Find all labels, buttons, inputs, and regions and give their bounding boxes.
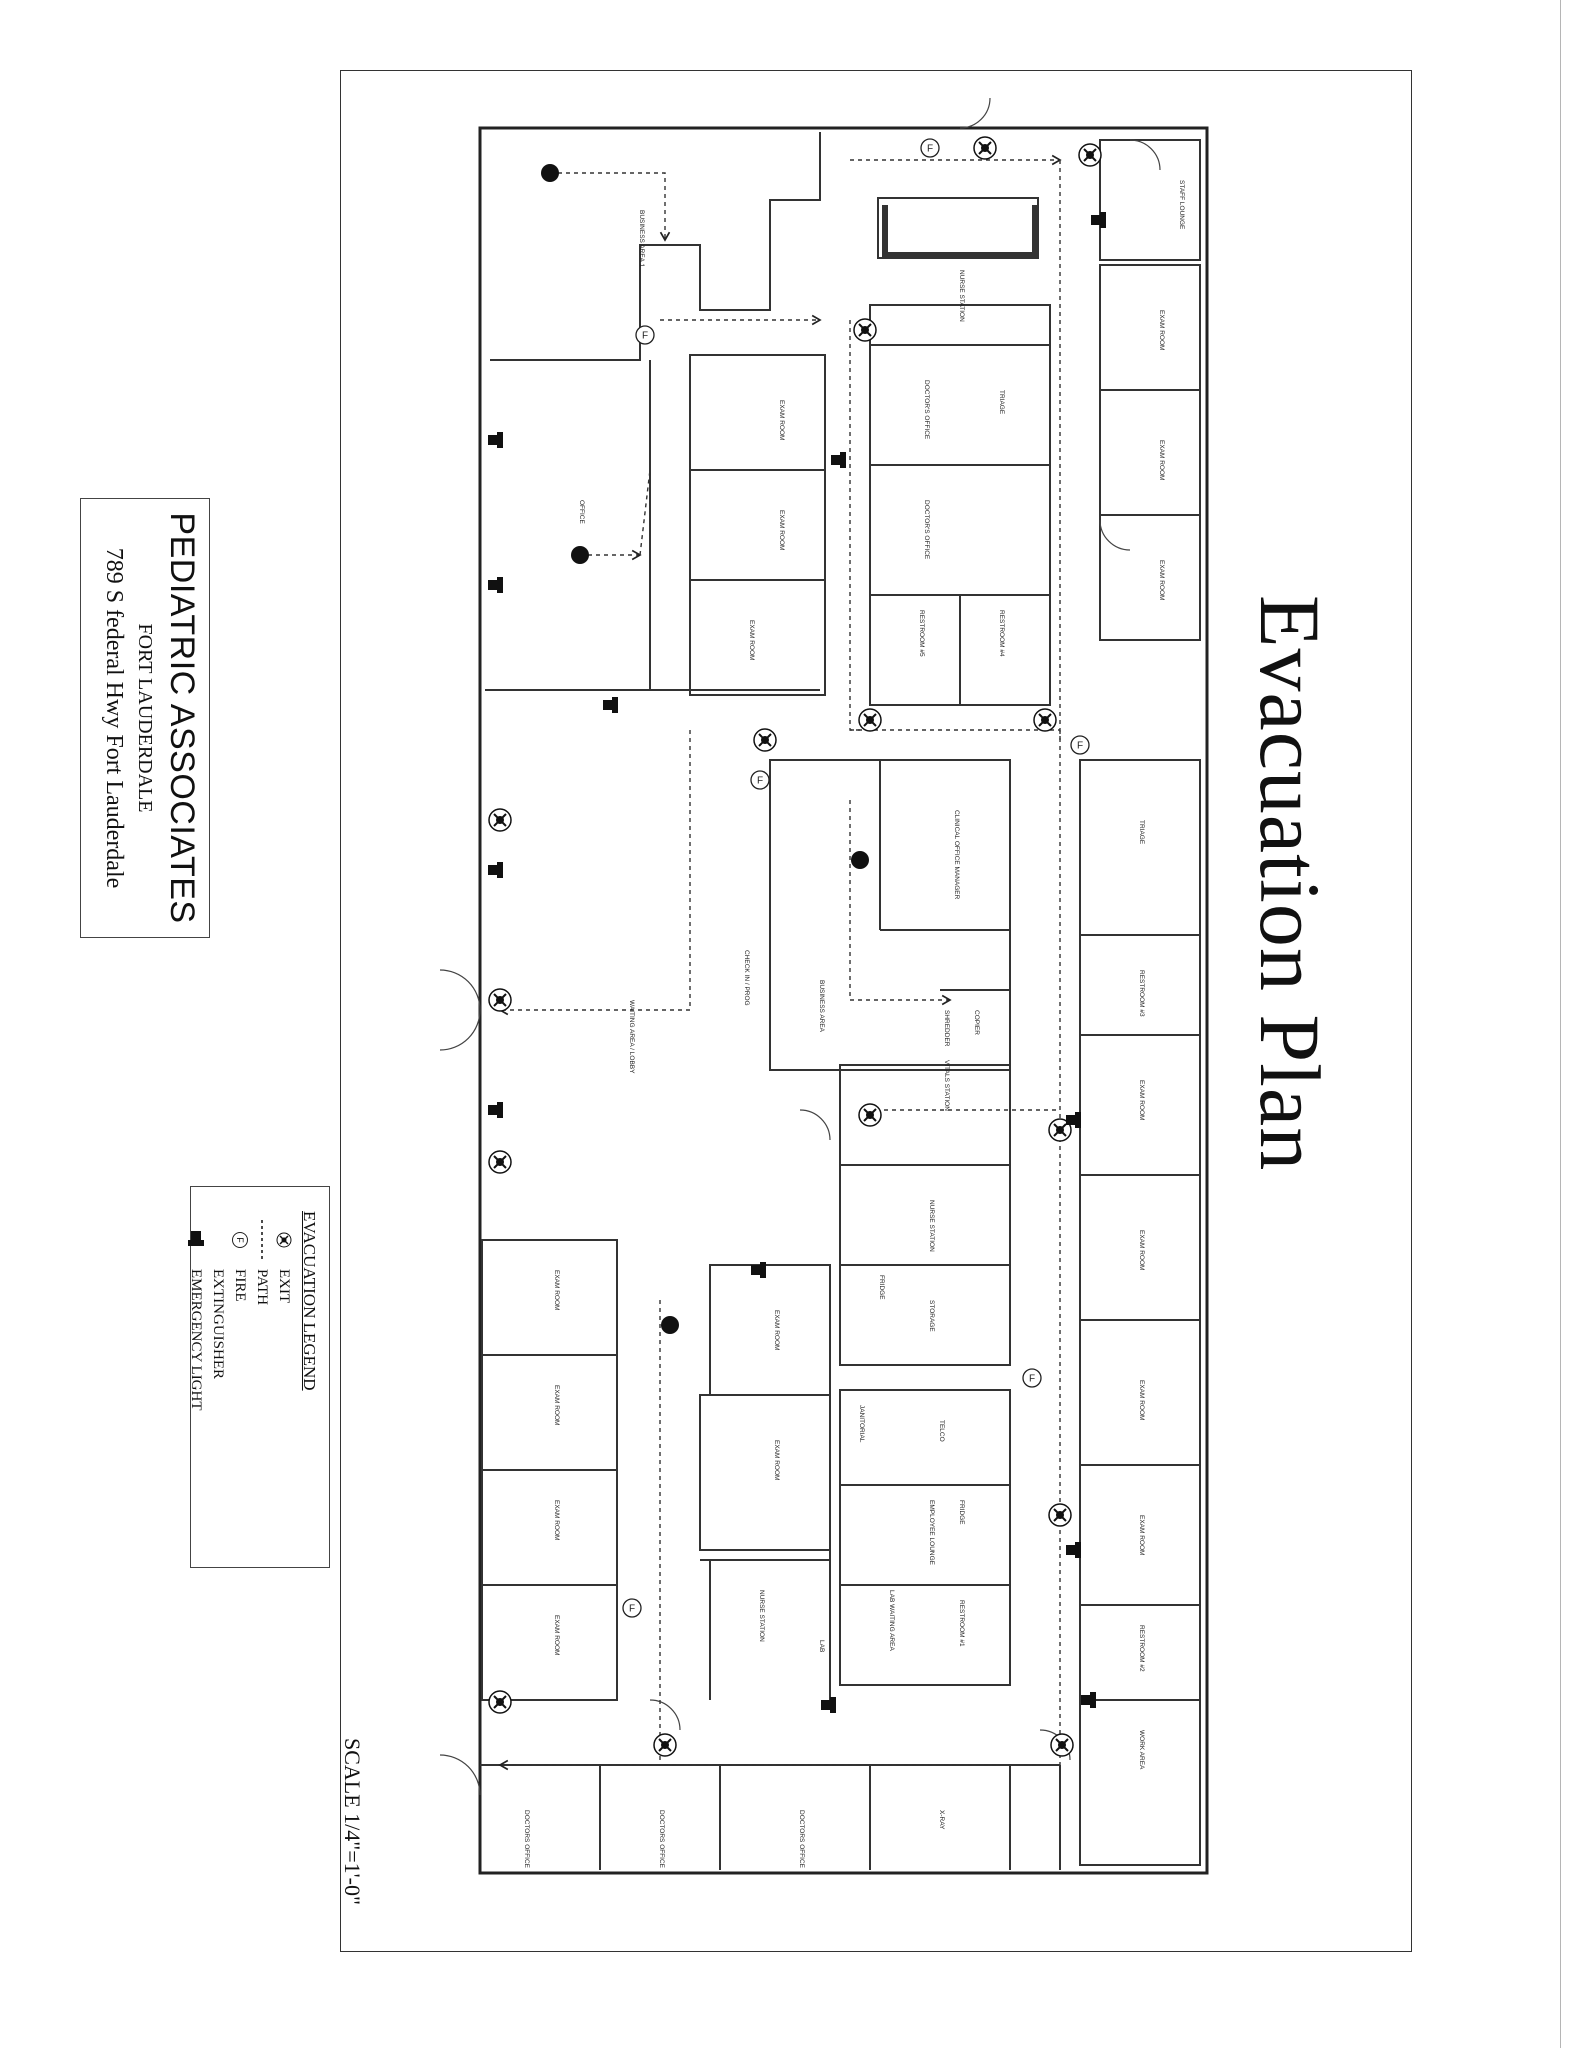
svg-text:EXAM ROOM: EXAM ROOM bbox=[778, 400, 785, 440]
svg-text:LAB: LAB bbox=[818, 1640, 825, 1652]
legend-item: F FIRE bbox=[229, 1211, 251, 1567]
svg-text:NURSE STATION: NURSE STATION bbox=[928, 1200, 935, 1252]
path-icon bbox=[259, 1211, 265, 1269]
svg-text:DOCTORS OFFICE: DOCTORS OFFICE bbox=[658, 1810, 665, 1869]
svg-text:STORAGE: STORAGE bbox=[928, 1300, 935, 1332]
evacuation-paths bbox=[498, 154, 1062, 1771]
svg-text:BUSINESS AREA: BUSINESS AREA bbox=[818, 980, 825, 1033]
svg-text:NURSE STATION: NURSE STATION bbox=[758, 1590, 765, 1642]
page-title: Evacuation Plan bbox=[1242, 595, 1338, 1172]
svg-text:WORK AREA: WORK AREA bbox=[1138, 1730, 1145, 1770]
fire-extinguisher-icon: F bbox=[232, 1211, 248, 1269]
svg-text:EXAM ROOM: EXAM ROOM bbox=[1158, 440, 1165, 480]
svg-text:JANITORIAL: JANITORIAL bbox=[858, 1405, 865, 1443]
svg-text:EXAM ROOM: EXAM ROOM bbox=[553, 1500, 560, 1540]
svg-text:X-RAY: X-RAY bbox=[938, 1810, 945, 1830]
evacuation-legend: EVACUATION LEGEND EXIT PATH F FIRE EXTIN… bbox=[188, 1186, 330, 1568]
legend-item: EMERGENCY LIGHT bbox=[185, 1211, 207, 1567]
svg-text:OFFICE: OFFICE bbox=[578, 500, 585, 524]
locator-dots bbox=[541, 164, 869, 1334]
door-swings bbox=[439, 97, 1161, 1796]
svg-text:EXAM ROOM: EXAM ROOM bbox=[1138, 1380, 1145, 1420]
emergency-light-icon bbox=[187, 1211, 205, 1269]
svg-text:DOCTORS OFFICE: DOCTORS OFFICE bbox=[798, 1810, 805, 1869]
emergency-lights bbox=[488, 212, 1106, 1713]
company-city: FORT LAUDERDALE bbox=[134, 623, 156, 813]
svg-text:BUSINESS AREA 1: BUSINESS AREA 1 bbox=[638, 210, 645, 267]
svg-text:CLINICAL OFFICE MANAGER: CLINICAL OFFICE MANAGER bbox=[953, 810, 960, 900]
svg-text:TRIAGE: TRIAGE bbox=[1138, 820, 1145, 845]
legend-item: EXTINGUISHER bbox=[207, 1211, 229, 1567]
svg-text:EXAM ROOM: EXAM ROOM bbox=[748, 620, 755, 660]
svg-text:WAITING AREA / LOBBY: WAITING AREA / LOBBY bbox=[628, 1000, 635, 1074]
svg-text:RESTROOM #2: RESTROOM #2 bbox=[1138, 1625, 1145, 1672]
legend-title: EVACUATION LEGEND bbox=[300, 1211, 319, 1391]
svg-text:STAFF LOUNGE: STAFF LOUNGE bbox=[1178, 180, 1185, 230]
svg-text:RESTROOM #4: RESTROOM #4 bbox=[998, 610, 1005, 657]
legend-label: EXIT bbox=[276, 1269, 293, 1304]
svg-text:EXAM ROOM: EXAM ROOM bbox=[1138, 1515, 1145, 1555]
plan-frame bbox=[340, 70, 1412, 1952]
svg-text:EXAM ROOM: EXAM ROOM bbox=[778, 510, 785, 550]
company-block: PEDIATRIC ASSOCIATES FORT LAUDERDALE 789… bbox=[80, 498, 210, 938]
svg-text:DOCTOR'S OFFICE: DOCTOR'S OFFICE bbox=[923, 380, 930, 440]
legend-label: EXTINGUISHER bbox=[210, 1269, 227, 1379]
svg-text:CHECK IN / PROG: CHECK IN / PROG bbox=[743, 950, 750, 1006]
svg-text:RESTROOM #1: RESTROOM #1 bbox=[958, 1600, 965, 1647]
svg-text:DOCTOR'S OFFICE: DOCTOR'S OFFICE bbox=[923, 500, 930, 560]
room-labels: BUSINESS AREA 1 OFFICE NURSE STATION STA… bbox=[523, 180, 1185, 1869]
company-address: 789 S federal Hwy Fort Lauderdale bbox=[101, 547, 127, 889]
company-name: PEDIATRIC ASSOCIATES bbox=[163, 512, 201, 924]
inner-walls bbox=[480, 132, 1201, 1870]
svg-text:EXAM ROOM: EXAM ROOM bbox=[1158, 310, 1165, 350]
svg-text:COPIER: COPIER bbox=[973, 1010, 980, 1035]
svg-text:LAB WAITING AREA: LAB WAITING AREA bbox=[888, 1590, 895, 1651]
svg-text:EMPLOYEE LOUNGE: EMPLOYEE LOUNGE bbox=[928, 1500, 935, 1566]
svg-text:EXAM ROOM: EXAM ROOM bbox=[553, 1615, 560, 1655]
svg-text:EXAM ROOM: EXAM ROOM bbox=[553, 1385, 560, 1425]
legend-label: EMERGENCY LIGHT bbox=[188, 1269, 205, 1411]
svg-text:TELCO: TELCO bbox=[938, 1420, 945, 1442]
legend-label: PATH bbox=[254, 1269, 271, 1306]
svg-text:DOCTORS OFFICE: DOCTORS OFFICE bbox=[523, 1810, 530, 1869]
svg-text:EXAM ROOM: EXAM ROOM bbox=[553, 1270, 560, 1310]
fire-extinguishers bbox=[622, 138, 1090, 1618]
svg-text:RESTROOM #5: RESTROOM #5 bbox=[918, 610, 925, 657]
legend-item: EXIT bbox=[273, 1211, 295, 1567]
building-walls bbox=[478, 126, 1209, 1875]
svg-text:SHREDDER: SHREDDER bbox=[943, 1010, 950, 1047]
svg-text:NURSE STATION: NURSE STATION bbox=[958, 270, 965, 322]
svg-text:EXAM ROOM: EXAM ROOM bbox=[773, 1440, 780, 1480]
svg-text:FRIDGE: FRIDGE bbox=[878, 1275, 885, 1300]
svg-text:RESTROOM #3: RESTROOM #3 bbox=[1138, 970, 1145, 1017]
legend-label: FIRE bbox=[232, 1269, 249, 1302]
svg-text:FRIDGE: FRIDGE bbox=[958, 1500, 965, 1525]
svg-text:TRIAGE: TRIAGE bbox=[998, 390, 1005, 415]
exit-icon bbox=[276, 1211, 292, 1269]
svg-text:EXAM ROOM: EXAM ROOM bbox=[1158, 560, 1165, 600]
page-edge-line bbox=[1560, 0, 1561, 2048]
svg-text:EXAM ROOM: EXAM ROOM bbox=[773, 1310, 780, 1350]
svg-text:EXAM ROOM: EXAM ROOM bbox=[1138, 1080, 1145, 1120]
svg-text:VITALS STATION: VITALS STATION bbox=[943, 1060, 950, 1111]
scale-note: SCALE 1/4"=1'-0" bbox=[340, 1738, 365, 1905]
svg-text:EXAM ROOM: EXAM ROOM bbox=[1138, 1230, 1145, 1270]
legend-item: PATH bbox=[251, 1211, 273, 1567]
